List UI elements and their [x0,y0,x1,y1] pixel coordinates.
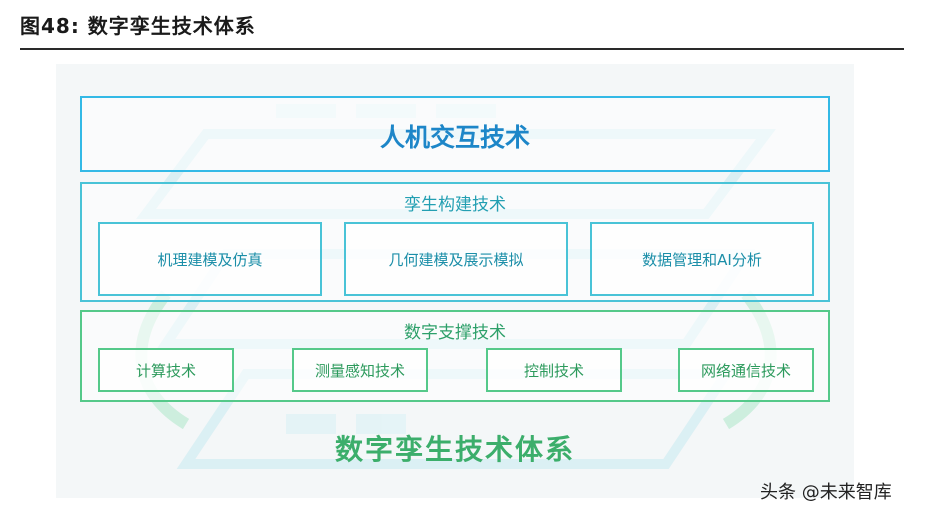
twin-build-layer: 孪生构建技术 机理建模及仿真 几何建模及展示模拟 数据管理和AI分析 [80,182,830,302]
support-item-sensing: 测量感知技术 [292,348,428,392]
twin-item-data-ai: 数据管理和AI分析 [590,222,814,296]
support-item-network: 网络通信技术 [678,348,814,392]
system-label: 数字孪生技术体系 [334,433,575,466]
twin-build-label: 孪生构建技术 [404,195,506,215]
hmi-layer: 人机交互技术 [80,96,830,172]
title-divider [20,48,904,50]
twin-item-mechanism-modeling: 机理建模及仿真 [98,222,322,296]
hmi-label: 人机交互技术 [379,123,530,152]
watermark: 头条 @未来智库 [760,482,892,503]
support-item-control: 控制技术 [486,348,622,392]
support-label: 数字支撑技术 [404,323,506,343]
diagram-panel: 人机交互技术 孪生构建技术 机理建模及仿真 几何建模及展示模拟 数据管理和AI分… [56,64,854,498]
twin-item-geometric-modeling: 几何建模及展示模拟 [344,222,568,296]
figure-title: 图48: 数字孪生技术体系 [20,14,256,38]
support-item-computing: 计算技术 [98,348,234,392]
support-layer: 数字支撑技术 计算技术 测量感知技术 控制技术 网络通信技术 [80,310,830,402]
